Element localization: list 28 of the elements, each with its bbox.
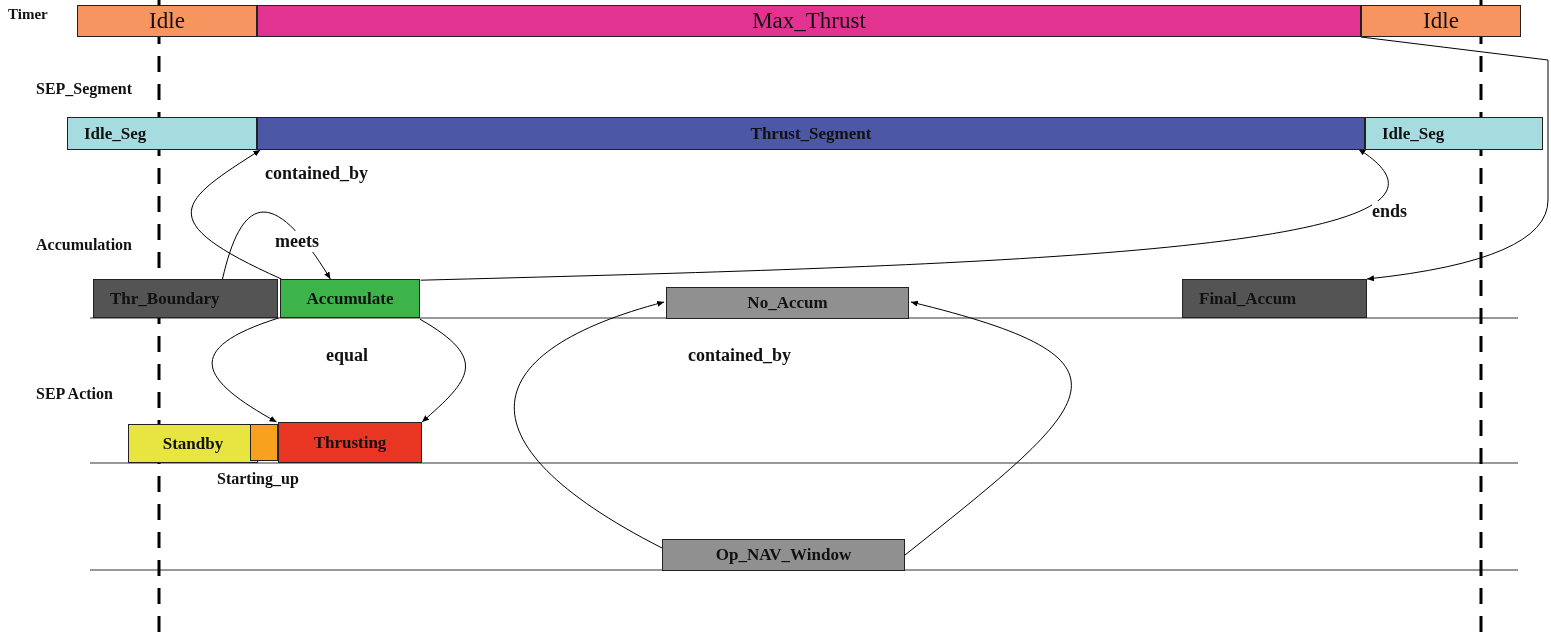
row-label: SEP Action	[36, 385, 113, 403]
edge-label: contained_by	[265, 163, 369, 184]
segment-bar: Thrust_Segment	[257, 117, 1365, 150]
interval-bar: Final_Accum	[1182, 279, 1367, 318]
action-bar: Thrusting	[278, 422, 422, 463]
segment-bar: Idle_Seg	[1365, 117, 1543, 150]
row-label: SEP_Segment	[36, 80, 132, 98]
state-bar: Idle	[1361, 5, 1521, 37]
arrow	[211, 317, 280, 423]
state-bar: Max_Thrust	[257, 5, 1361, 37]
arrow	[904, 300, 1072, 556]
interval-bar: No_Accum	[666, 287, 909, 319]
arrow	[420, 148, 1386, 281]
window-bar: Op_NAV_Window	[662, 539, 905, 571]
action-bar: Standby	[128, 424, 258, 463]
edge-label: contained_by	[688, 345, 792, 366]
bar-label: Starting_up	[217, 470, 299, 488]
row-label: Timer	[8, 6, 48, 23]
arrow	[514, 301, 665, 549]
segment-bar: Idle_Seg	[67, 117, 257, 150]
arrow	[190, 149, 282, 280]
edge-label: meets	[275, 231, 319, 252]
edge-label: equal	[326, 345, 368, 366]
interval-bar: Accumulate	[280, 279, 420, 318]
interval-bar: Thr_Boundary	[93, 279, 278, 318]
arrow	[419, 318, 466, 423]
row-label: Accumulation	[36, 236, 132, 254]
state-bar: Idle	[77, 5, 257, 37]
